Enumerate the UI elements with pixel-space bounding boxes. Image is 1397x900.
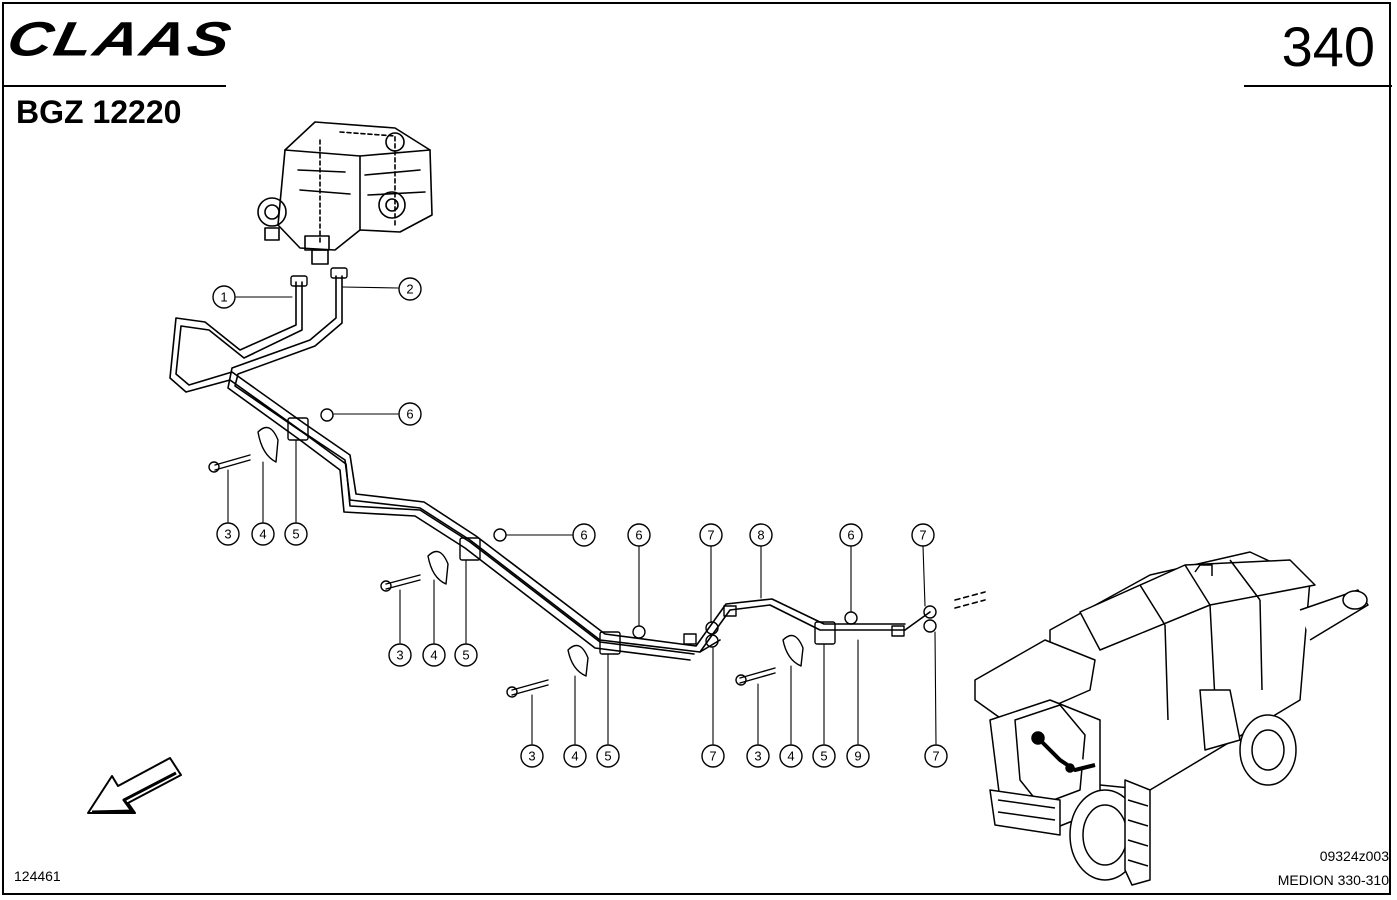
callout-label: 6: [580, 528, 587, 543]
callout-label: 5: [604, 749, 611, 764]
callout-bubbles: 1 2 6 3 4 5 6 6 7 8 6 7 3 4 5 3 4 5 7 3 …: [212, 277, 948, 768]
callout-3: 3: [520, 744, 544, 768]
callout-2: 2: [398, 277, 422, 301]
callout-label: 3: [396, 648, 403, 663]
figure-code: 09324z003: [1319, 848, 1389, 864]
callout-5: 5: [454, 643, 478, 667]
leader-lines: [227, 286, 937, 745]
callout-8: 8: [749, 523, 773, 547]
callout-label: 5: [820, 749, 827, 764]
callout-label: 8: [757, 528, 764, 543]
callout-4: 4: [251, 522, 275, 546]
callout-label: 5: [462, 648, 469, 663]
callout-3: 3: [388, 643, 412, 667]
hydraulic-pipe-run: [169, 275, 986, 661]
callout-4: 4: [779, 744, 803, 768]
callout-label: 3: [224, 527, 231, 542]
callout-label: 9: [854, 749, 861, 764]
callout-4: 4: [422, 643, 446, 667]
drawing-id: 124461: [14, 868, 61, 884]
callout-6: 6: [572, 523, 596, 547]
callout-label: 4: [787, 749, 794, 764]
callout-6: 6: [627, 523, 651, 547]
callout-label: 4: [571, 749, 578, 764]
combine-harvester-icon: [974, 551, 1369, 886]
callout-3: 3: [216, 522, 240, 546]
page-number-underline: [1244, 85, 1392, 87]
hydraulic-valve-block-icon: [257, 121, 433, 265]
callout-5: 5: [812, 744, 836, 768]
callout-label: 7: [709, 749, 716, 764]
callout-4: 4: [563, 744, 587, 768]
callout-7: 7: [701, 744, 725, 768]
callout-label: 3: [754, 749, 761, 764]
callout-label: 6: [847, 528, 854, 543]
callout-5: 5: [596, 744, 620, 768]
page-number: 340: [1281, 15, 1375, 78]
callout-7: 7: [924, 744, 948, 768]
callout-9: 9: [846, 744, 870, 768]
callout-label: 6: [635, 528, 642, 543]
callout-label: 3: [528, 749, 535, 764]
model-name: MEDION 330-310: [1277, 872, 1389, 888]
pipe-fittings: [290, 267, 937, 648]
callout-3: 3: [746, 744, 770, 768]
callout-label: 7: [932, 749, 939, 764]
callout-label: 4: [259, 527, 266, 542]
callout-label: 2: [406, 282, 413, 297]
group-code: BGZ 12220: [16, 94, 182, 130]
clamp-assemblies: [208, 417, 836, 698]
callout-7: 7: [699, 523, 723, 547]
callout-label: 7: [707, 528, 714, 543]
callout-label: 1: [220, 290, 227, 305]
callout-label: 7: [919, 528, 926, 543]
callout-6: 6: [398, 402, 422, 426]
logo-underline: [4, 85, 226, 87]
callout-5: 5: [284, 522, 308, 546]
callout-7: 7: [911, 523, 935, 547]
callout-1: 1: [212, 285, 236, 309]
callout-label: 4: [430, 648, 437, 663]
arrow-down-left-icon: [87, 757, 182, 814]
callout-6: 6: [839, 523, 863, 547]
callout-label: 5: [292, 527, 299, 542]
callout-label: 6: [406, 407, 413, 422]
